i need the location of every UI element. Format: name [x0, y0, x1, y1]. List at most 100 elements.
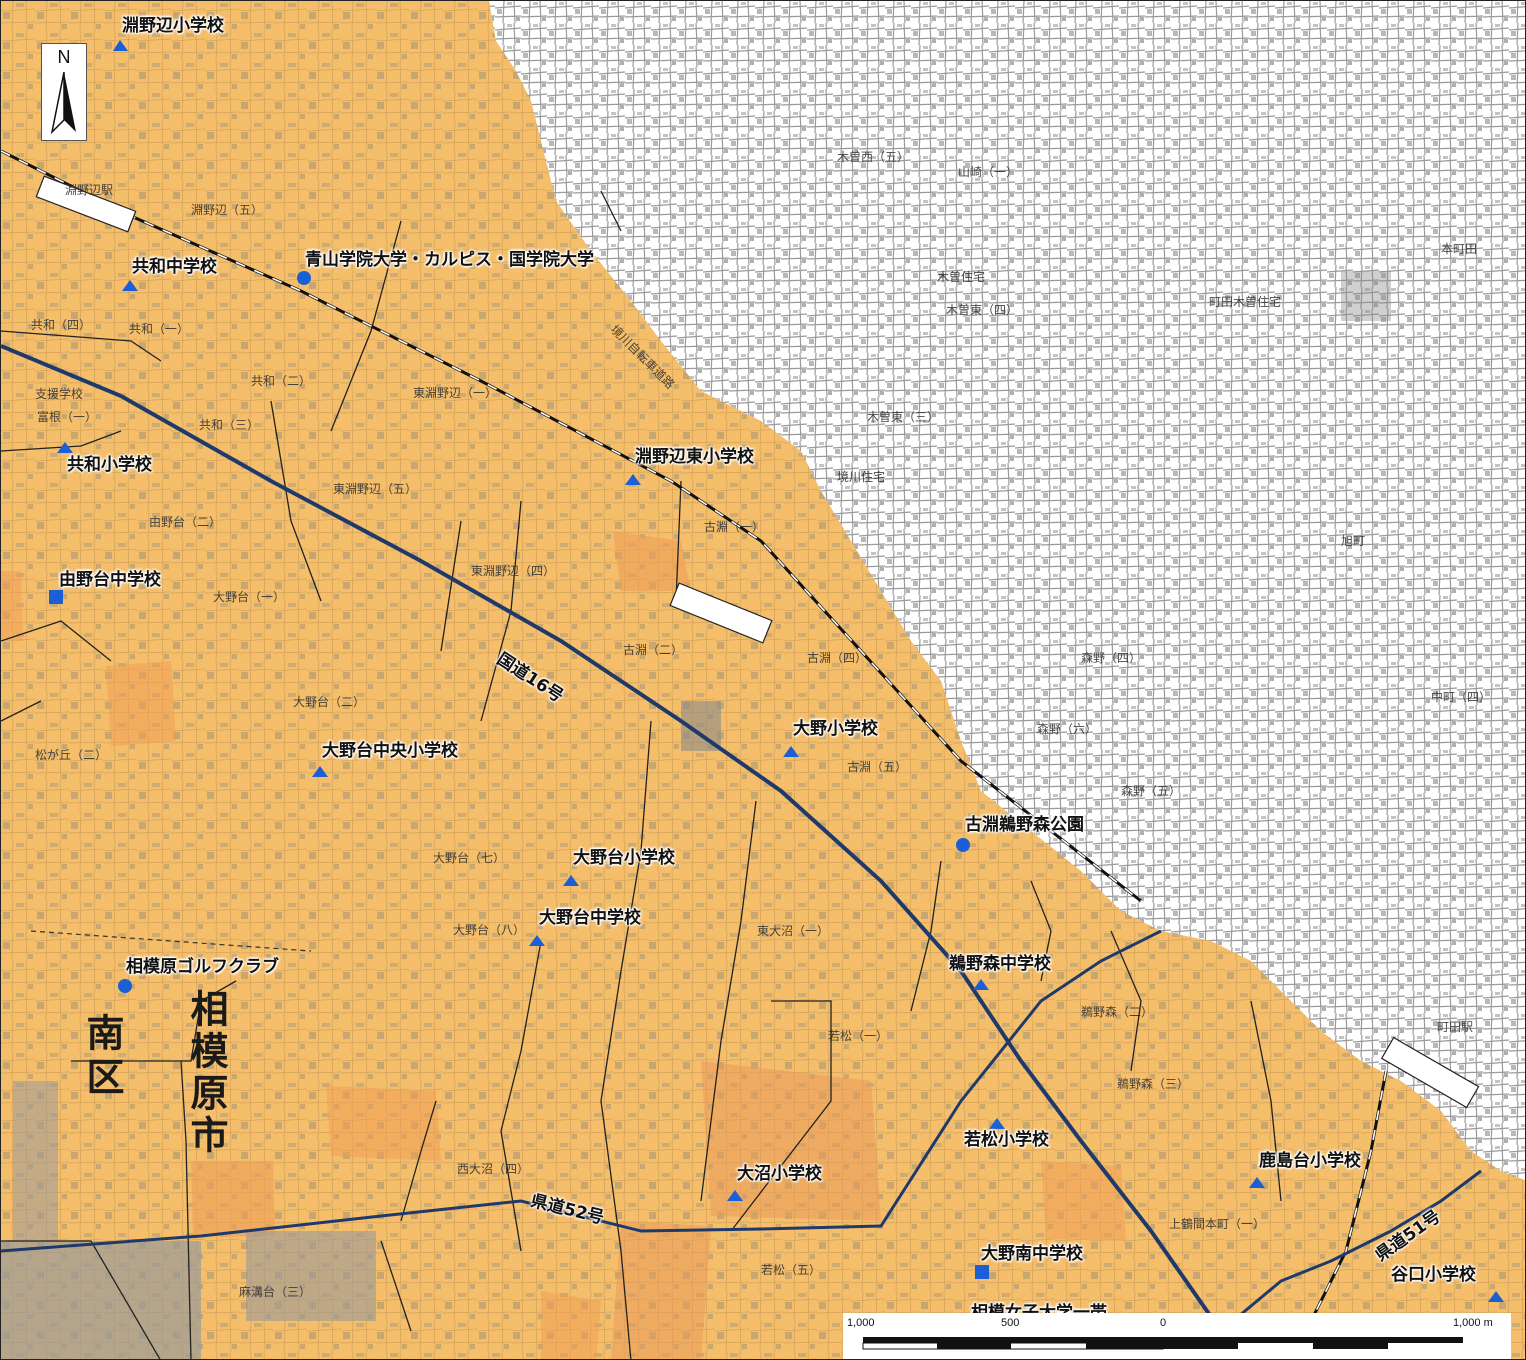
place-label: 鵜野森中学校	[949, 954, 1051, 974]
place-label: 淵野辺東小学校	[635, 447, 754, 467]
district-label: 若松（五）	[761, 1263, 822, 1277]
zone-patch	[106, 661, 176, 746]
scale-bar: 1,000 500 0 1,000 m	[843, 1313, 1511, 1359]
district-label: 古淵（二）	[623, 643, 684, 657]
place-label: 淵野辺小学校	[122, 16, 224, 36]
facility-circle-icon	[118, 979, 132, 993]
ward-label-minami: 南区	[80, 1013, 125, 1101]
school-triangle-icon	[312, 766, 328, 777]
district-label: 富根（一）	[37, 410, 98, 424]
scale-label-right: 1,000 m	[1453, 1317, 1493, 1329]
district-label: 淵野辺（五）	[191, 203, 264, 217]
scale-label-left: 1,000	[847, 1317, 875, 1329]
school-triangle-icon	[727, 1190, 743, 1201]
school-square-icon	[49, 590, 63, 604]
facility-circle-icon	[956, 838, 970, 852]
building-block	[246, 1231, 376, 1321]
school-triangle-icon	[783, 746, 799, 757]
place-label: 若松小学校	[964, 1130, 1049, 1150]
scale-label-zero: 0	[1160, 1317, 1167, 1329]
zone-patch	[191, 1161, 275, 1237]
place-label: 鹿島台小学校	[1259, 1151, 1361, 1171]
north-label: N	[57, 47, 71, 67]
district-label: 東大沼（一）	[757, 924, 830, 938]
district-label: 本町田	[1441, 242, 1478, 256]
route-51-road	[1220, 1169, 1482, 1333]
zone-patch	[1, 571, 23, 641]
place-label: 大野南中学校	[981, 1244, 1083, 1264]
district-label: 若松（一）	[828, 1029, 889, 1043]
route-52-road	[1, 929, 1162, 1253]
school-triangle-icon	[1249, 1177, 1265, 1188]
school-triangle-icon	[122, 280, 138, 291]
district-label: 境川住宅	[837, 470, 886, 484]
district-label: 旭町	[1341, 534, 1366, 548]
north-arrow: N	[41, 43, 87, 141]
district-label: 共和（三）	[199, 418, 260, 432]
school-triangle-icon	[563, 875, 579, 886]
place-label: 大野台中学校	[539, 908, 641, 928]
school-triangle-icon	[529, 935, 545, 946]
place-label: 大野小学校	[793, 719, 878, 739]
district-label: 木曽西（五）	[837, 150, 910, 164]
place-label: 大沼小学校	[737, 1164, 822, 1184]
district-label: 共和（四）	[31, 318, 92, 332]
place-label: 谷口小学校	[1391, 1265, 1476, 1285]
district-label: 支援学校	[35, 387, 84, 401]
district-label: 共和（二）	[251, 374, 312, 388]
district-label: 古淵（四）	[807, 651, 868, 665]
zone-patch	[701, 1061, 881, 1221]
zone-patch	[541, 1291, 601, 1359]
district-label: 鵜野森（二）	[1081, 1005, 1154, 1019]
district-label: 木曽東（四）	[946, 303, 1019, 317]
district-label: 古淵（一）	[704, 520, 765, 534]
place-label: 共和中学校	[132, 257, 217, 277]
district-label: 松が丘（二）	[35, 748, 108, 762]
district-label: 町田木曽住宅	[1209, 295, 1282, 309]
place-label: 由野台中学校	[59, 570, 161, 590]
station-fuchinobe	[35, 175, 137, 233]
place-label: 古淵鵜野森公園	[965, 815, 1084, 835]
district-label: 上鶴間本町（一）	[1169, 1217, 1266, 1231]
district-label: 東淵野辺（四）	[471, 564, 556, 578]
district-label: 大野台（一）	[213, 590, 286, 604]
station-machida	[1380, 1036, 1480, 1109]
school-triangle-icon	[113, 40, 128, 51]
school-triangle-icon	[625, 474, 641, 485]
zone-patch	[326, 1086, 441, 1161]
district-label: 鵜野森（三）	[1117, 1077, 1190, 1091]
school-square-icon	[975, 1265, 989, 1279]
district-label: 古淵（五）	[847, 760, 908, 774]
district-label: 木曽住宅	[937, 270, 986, 284]
building-block	[13, 1081, 58, 1241]
zone-patch	[611, 1221, 711, 1359]
district-label: 大野台（八）	[453, 923, 526, 937]
school-triangle-icon	[973, 979, 989, 990]
district-label: 大野台（七）	[433, 851, 506, 865]
district-label: 由野台（二）	[149, 515, 222, 529]
district-label: 大野台（二）	[293, 695, 366, 709]
district-label: 木曽東（三）	[867, 410, 940, 424]
place-label: 相模原ゴルフクラブ	[126, 957, 279, 977]
district-label: 中町（四）	[1431, 690, 1492, 704]
school-triangle-icon	[1488, 1291, 1504, 1302]
district-boundaries	[1, 190, 1282, 1359]
place-label: 共和小学校	[67, 455, 152, 475]
school-triangle-icon	[57, 442, 73, 453]
facility-circle-icon	[297, 271, 311, 285]
scale-label-mid: 500	[1001, 1317, 1020, 1329]
district-label: 山崎（一）	[958, 165, 1019, 179]
district-label: 西大沼（四）	[457, 1162, 530, 1176]
district-label: 東淵野辺（五）	[333, 482, 418, 496]
building-block	[1, 1241, 201, 1359]
place-label: 大野台中央小学校	[322, 741, 458, 761]
station-kobuchi	[669, 582, 773, 644]
district-label: 淵野辺駅	[65, 183, 114, 197]
ward-label-sagamihara: 相模原市	[184, 989, 229, 1157]
route-16-road	[1, 344, 1243, 1359]
district-label: 麻溝台（三）	[239, 1285, 312, 1299]
district-label: 町田駅	[1437, 1020, 1474, 1034]
district-label: 森野（六）	[1037, 722, 1098, 736]
